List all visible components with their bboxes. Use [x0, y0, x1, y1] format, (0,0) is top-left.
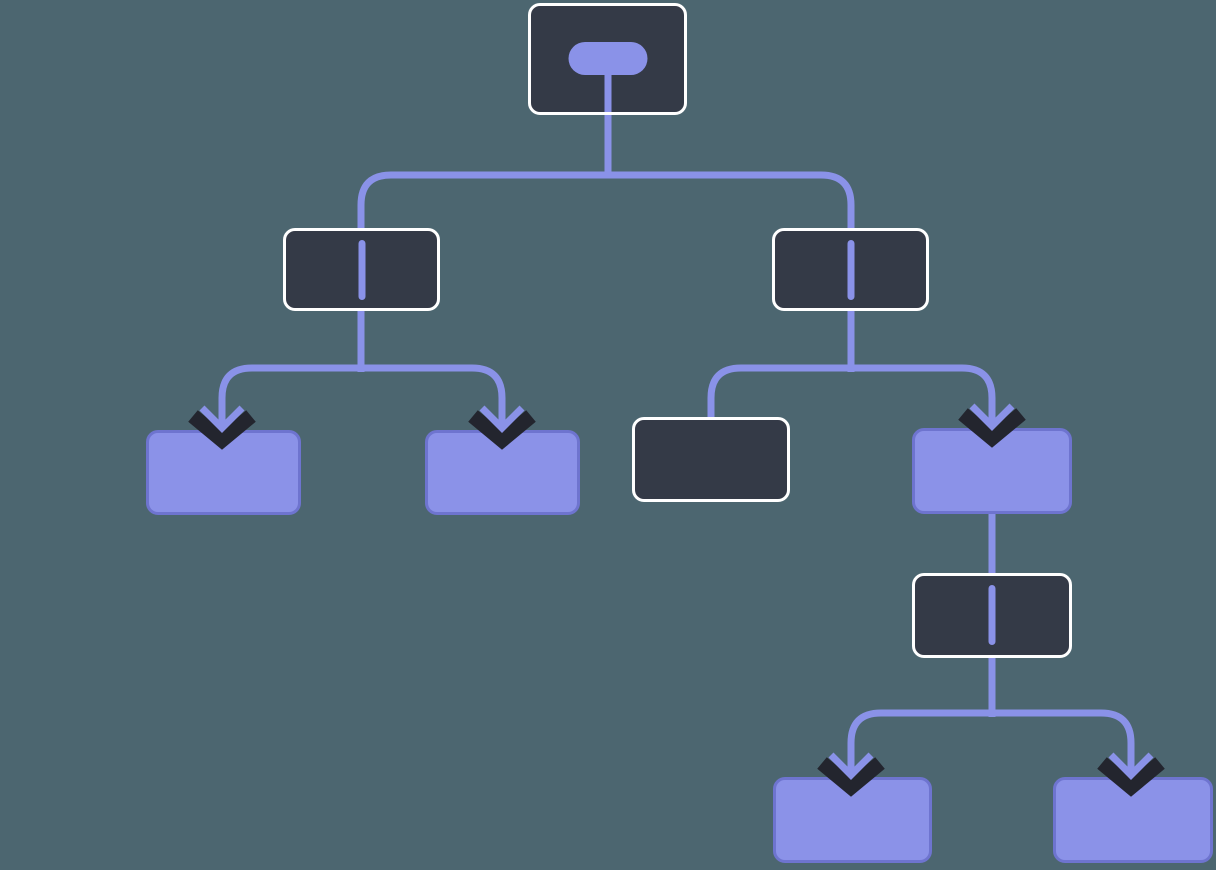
connector-left-split: [218, 311, 506, 424]
vertical-line-icon: [847, 240, 854, 300]
node-root[interactable]: [528, 3, 687, 115]
arrow-down-purple-chevron: [828, 752, 874, 780]
arrow-down-purple-chevron: [1108, 752, 1154, 780]
vertical-line-icon: [988, 585, 996, 645]
arrow-down-purple-chevron: [479, 405, 525, 433]
node-leaf-3[interactable]: [773, 777, 932, 863]
node-branch-bottom[interactable]: [912, 573, 1072, 658]
connector-bottom-split: [847, 658, 1135, 771]
arrow-down-purple-chevron: [199, 405, 245, 433]
node-leaf-1[interactable]: [146, 430, 301, 515]
vertical-line-icon: [358, 240, 365, 300]
node-branch-right[interactable]: [772, 228, 929, 311]
connector-root-split: [357, 112, 855, 228]
root-pill-icon: [568, 42, 647, 75]
node-leaf-4[interactable]: [1053, 777, 1213, 863]
node-leaf-dark[interactable]: [632, 417, 790, 502]
node-leaf-2[interactable]: [425, 430, 580, 515]
root-stem-icon: [604, 70, 611, 112]
node-leaf-mid[interactable]: [912, 428, 1072, 514]
connector-right-split: [707, 311, 996, 422]
node-branch-left[interactable]: [283, 228, 440, 311]
arrow-down-purple-chevron: [969, 403, 1015, 431]
